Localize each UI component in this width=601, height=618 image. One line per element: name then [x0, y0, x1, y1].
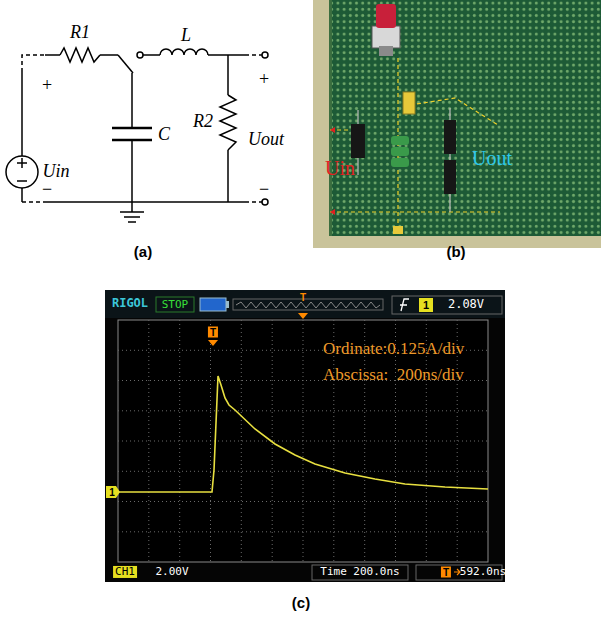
trigger-marker: T — [300, 292, 306, 303]
resistor-symbol — [60, 48, 100, 62]
signal-name: Uin — [43, 162, 70, 182]
axis-note: Abscissa: 200ns/div — [323, 366, 464, 385]
trigger-offset-icon: T — [441, 567, 451, 578]
panel-label: (a) — [134, 244, 152, 261]
component-label: C — [158, 125, 170, 145]
volts-per-div: 2.00V — [155, 566, 188, 578]
panel-label: (b) — [446, 244, 465, 261]
polarity-sign: + — [42, 76, 52, 96]
signal-name: Uout — [472, 147, 512, 169]
capacitor-symbol — [112, 128, 152, 140]
trigger-offset: 592.0ns — [460, 566, 506, 578]
panel-label: (c) — [292, 595, 310, 612]
switch-symbol — [118, 55, 133, 73]
brand-label: RIGOL — [112, 297, 148, 310]
channel-number: 1 — [423, 299, 429, 311]
channel-marker: 1 — [109, 487, 115, 498]
polarity-sign: − — [42, 180, 52, 200]
waveform-trace — [118, 376, 488, 492]
resistor-symbol — [220, 95, 236, 150]
status-label: STOP — [162, 299, 189, 311]
circuit-schematic — [6, 48, 268, 222]
oscilloscope-screen — [105, 290, 505, 582]
axis-note: Ordinate:0.125A/div — [323, 340, 464, 359]
polarity-sign: − — [259, 180, 269, 200]
polarity-sign: + — [259, 70, 269, 90]
component-label: R2 — [193, 112, 213, 132]
breadboard-photo — [313, 0, 601, 248]
signal-name: Uin — [325, 157, 355, 179]
signal-name: Uout — [248, 130, 284, 150]
trigger-level: 2.08V — [448, 298, 484, 311]
inductor-symbol — [160, 49, 208, 55]
time-base: Time 200.0ns — [320, 566, 399, 578]
ground-symbol — [120, 202, 144, 222]
trigger-marker: T — [208, 327, 218, 338]
channel-label: CH1 — [113, 566, 137, 578]
component-label: L — [181, 26, 191, 46]
voltage-source-symbol — [6, 156, 38, 188]
component-label: R1 — [70, 23, 90, 43]
